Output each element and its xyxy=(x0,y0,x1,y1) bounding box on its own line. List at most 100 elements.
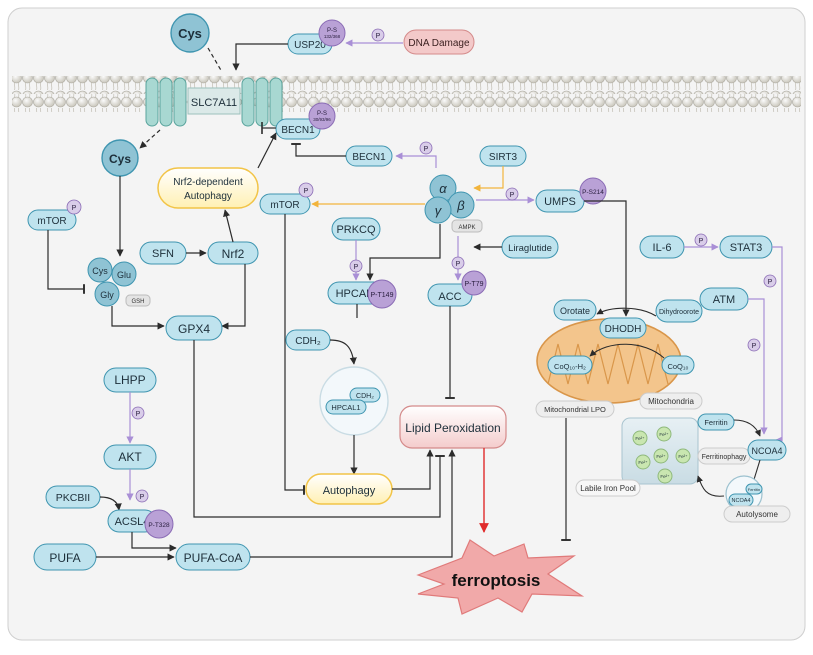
acsl4-to-pufa-coa xyxy=(131,532,177,552)
cys-extracellular-node: Cys xyxy=(170,13,210,53)
mito-lpo-label: Mitochondrial LPO xyxy=(544,405,606,414)
gsh-cys-label: Cys xyxy=(92,266,108,276)
hpcal1-label: HPCAL1 xyxy=(336,288,379,300)
autophagy-to-lipid-peroxidation xyxy=(392,449,434,490)
ferritin-node xyxy=(697,413,735,431)
mtor-inhibits-autophagy xyxy=(284,214,305,495)
ferroptosis-label: ferroptosis xyxy=(452,571,541,590)
mtor-left-node xyxy=(27,209,77,231)
svg-text:Fe²⁺: Fe²⁺ xyxy=(659,432,669,437)
nrf2-autophagy-label-1: Nrf2-dependent xyxy=(173,177,243,188)
ferroptosis-burst xyxy=(416,539,585,615)
phospho-p-ncoa4-b: P xyxy=(752,343,757,350)
cys-transport-dash xyxy=(139,129,161,149)
ncoa4-node xyxy=(747,439,787,461)
mtor-left-phospho xyxy=(66,199,82,215)
umps-phospho-label: P-S214 xyxy=(582,189,604,196)
ampk-label: AMPK xyxy=(458,225,475,231)
fe2-ions: Fe²⁺ Fe²⁺ Fe²⁺ Fe²⁺ Fe²⁺ Fe²⁺ xyxy=(632,426,691,484)
pkcbii-to-acsl4 xyxy=(99,496,122,511)
usp20-to-slc7a11-arrow xyxy=(232,43,288,71)
atm-label: ATM xyxy=(713,294,735,306)
pkcbii-label: PKCBII xyxy=(56,492,90,504)
autolysosome-to-iron-pool xyxy=(696,475,725,497)
coq10h2-node xyxy=(547,355,593,375)
lhpp-label: LHPP xyxy=(114,373,145,387)
akt-label: AKT xyxy=(118,450,142,464)
phospho-marker-akt xyxy=(131,406,145,420)
ampk-alpha-label: α xyxy=(439,181,447,196)
ferritin-to-ncoa4 xyxy=(733,419,761,437)
becn1-mid-to-becn1-line xyxy=(291,143,346,157)
ferritinophagy-label: Ferritinophagy xyxy=(702,454,747,461)
cys-import-dash xyxy=(207,47,223,73)
labile-iron-pool-label: Labile Iron Pool xyxy=(580,484,636,493)
mtor-left-label: mTOR xyxy=(37,216,66,227)
phospho-p-hpcal1: P xyxy=(354,264,359,271)
becn1-mid-label: BECN1 xyxy=(352,152,386,163)
acsl4-phospho-label: P-T328 xyxy=(148,522,170,529)
autophagy-label: Autophagy xyxy=(323,485,376,497)
coq10-label: CoQ₁₀ xyxy=(667,362,688,371)
ferritin-label: Ferritin xyxy=(704,418,727,427)
autolysosome-tag xyxy=(723,505,791,523)
mitochondria-tag xyxy=(639,392,703,410)
dhodh-node xyxy=(599,317,647,339)
gsh-glu-label: Glu xyxy=(117,270,131,280)
orotate-node xyxy=(553,299,597,321)
coq10-to-coq10h2 xyxy=(589,343,665,359)
ampk-gamma-label: γ xyxy=(435,203,443,218)
phospho-p-akt: P xyxy=(136,411,141,418)
usp20-phospho-sites: 132/368 xyxy=(324,34,341,39)
phospho-p-mtor-center: P xyxy=(304,188,309,195)
svg-text:Fe²⁺: Fe²⁺ xyxy=(660,474,670,479)
liraglutide-label: Liraglutide xyxy=(508,243,552,254)
nrf2-label: Nrf2 xyxy=(222,247,245,261)
dna-damage-node xyxy=(403,29,475,55)
gpx4-label: GPX4 xyxy=(178,322,210,336)
dhodh-label: DHODH xyxy=(605,324,642,335)
phospho-p-ncoa4-a: P xyxy=(768,279,773,286)
coq10-node xyxy=(661,355,695,375)
svg-text:Fe²⁺: Fe²⁺ xyxy=(678,454,688,459)
phospho-marker-acc xyxy=(451,256,465,270)
phospho-p-acsl4: P xyxy=(140,494,145,501)
lipid-peroxidation-label: Lipid Peroxidation xyxy=(405,421,500,435)
becn1-to-nrf2-autophagy xyxy=(257,132,277,169)
nrf2-to-autophagy xyxy=(223,209,234,243)
usp20-phospho-site xyxy=(318,19,346,47)
umps-to-dhodh-arrow xyxy=(584,200,630,317)
slc7a11-label: SLC7A11 xyxy=(191,97,237,109)
cdh2-label: CDH₂ xyxy=(295,336,321,347)
cys-inside-label: Cys xyxy=(109,152,131,166)
becn1-phospho-sites: 30/93/96 xyxy=(313,117,331,122)
svg-text:Fe²⁺: Fe²⁺ xyxy=(656,454,666,459)
dihydroorotate-to-orotate xyxy=(596,307,657,317)
acsl4-label: ACSL4 xyxy=(115,516,150,528)
labile-iron-pool-tag xyxy=(575,479,641,497)
umps-label: UMPS xyxy=(544,196,576,208)
dna-damage-label: DNA Damage xyxy=(408,38,470,49)
mtor-inhibits-gsh xyxy=(47,230,85,294)
acc-phospho-site xyxy=(461,270,487,296)
usp20-phospho-label: P-S xyxy=(327,28,337,34)
becn1-phospho-label: P-S xyxy=(317,111,327,117)
phospho-marker-ncoa4-b xyxy=(747,338,761,352)
phospho-marker-dna xyxy=(371,28,385,42)
complex-hpcal1-label: HPCAL1 xyxy=(331,403,360,412)
pufa-coa-label: PUFA-CoA xyxy=(184,551,243,565)
phospho-marker-stat3 xyxy=(694,233,708,247)
mtor-center-label: mTOR xyxy=(270,200,299,211)
dihydroorotate-node xyxy=(655,299,703,323)
hpcal1-cdh2-complex: CDH₂ HPCAL1 xyxy=(319,366,389,436)
usp20-label: USP20 xyxy=(294,40,326,51)
cell-membrane xyxy=(12,76,801,112)
sirt3-to-ampk-arrow xyxy=(473,166,504,192)
phospho-marker-umps xyxy=(505,187,519,201)
hpcal1-phospho-site xyxy=(367,279,397,309)
mtor-center-phospho xyxy=(298,182,314,198)
phospho-p-dna: P xyxy=(376,33,381,40)
sirt3-label: SIRT3 xyxy=(489,152,518,163)
dihydroorotate-label: Dihydroorote xyxy=(659,309,699,316)
